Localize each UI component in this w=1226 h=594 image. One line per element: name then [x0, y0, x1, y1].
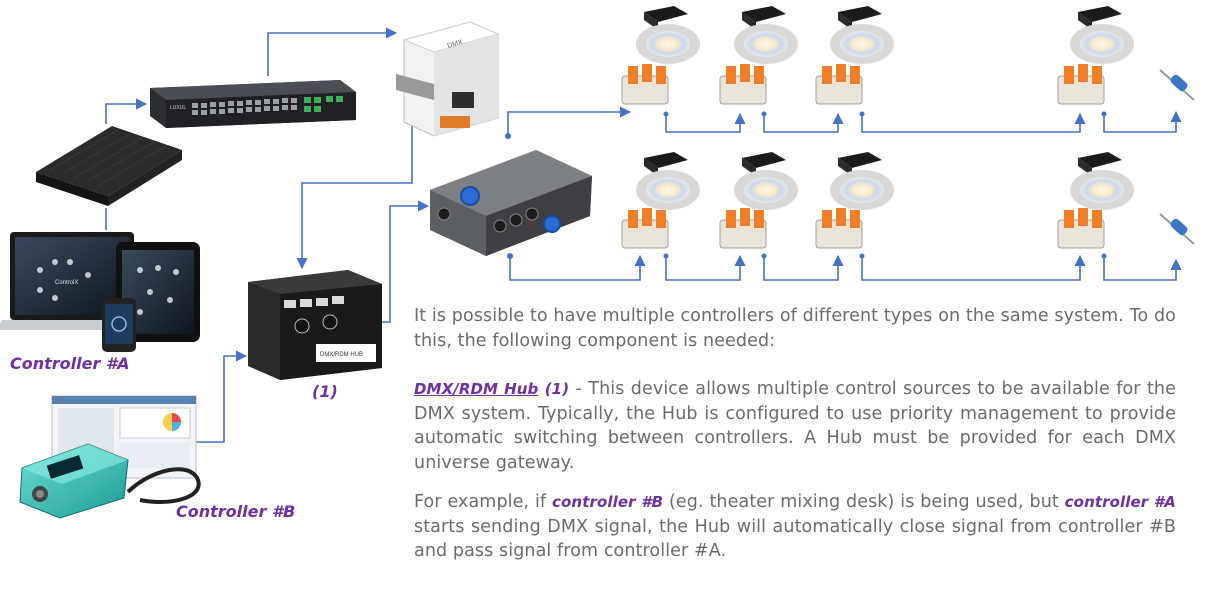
wago-connector-icon [621, 208, 669, 249]
server-box-icon [36, 126, 182, 206]
dmx-rdm-hub-icon: DMX/RDM HUB [248, 270, 382, 380]
chain-row1-3 [861, 112, 1086, 133]
downlight-row-1 [621, 6, 1195, 105]
chain-row1-2 [763, 112, 844, 133]
downlight-icon [636, 152, 700, 210]
downlight-icon [734, 152, 798, 210]
controller-a-label: Controller #A [10, 354, 130, 373]
chain-row2-3 [861, 254, 1086, 281]
downlight-icon [1070, 152, 1134, 210]
connection-lines [105, 27, 1182, 443]
example-text-3: starts sending DMX signal, the Hub will … [414, 516, 1176, 562]
router-brand-text: LUXUL [170, 105, 186, 111]
dmx-splitter-icon [430, 150, 592, 256]
link-controller-b-hub [196, 350, 248, 443]
link-gateway-row1 [507, 106, 632, 136]
hub-marker-label: (1) [312, 382, 338, 401]
wago-connector-icon [1057, 64, 1105, 105]
dmx-gateway-icon: DMX [396, 21, 500, 137]
network-switch-icon: LUXUL [150, 80, 356, 128]
link-server-router [105, 98, 148, 124]
wago-connector-icon [815, 64, 863, 105]
chain-row2-2 [763, 254, 844, 281]
link-splitter-row2 [509, 254, 646, 281]
downlight-icon [1070, 6, 1134, 64]
hub-description-text: - This device allows multiple control so… [414, 379, 1176, 473]
downlight-icon [636, 6, 700, 64]
example-text-1: For example, if [414, 492, 553, 512]
intro-paragraph: It is possible to have multiple controll… [414, 306, 1176, 351]
downlight-row-2 [621, 152, 1195, 249]
link-hub-splitter [380, 200, 430, 323]
hub-term: DMX/RDM Hub [414, 380, 539, 398]
chain-row2-1 [665, 254, 746, 281]
chain-row2-4 [1103, 256, 1182, 281]
wago-connector-icon [1057, 208, 1105, 249]
controller-a-devices-icon: ControlX [0, 232, 200, 352]
example-controller-a: controller #A [1064, 493, 1176, 511]
terminator-resistor-icon [1159, 69, 1195, 101]
downlight-icon [734, 6, 798, 64]
hub-description-paragraph: DMX/RDM Hub (1) - This device allows mul… [414, 377, 1176, 475]
chain-row1-1 [665, 112, 746, 133]
example-controller-b: controller #B [552, 493, 664, 511]
app-name-text: ControlX [55, 280, 78, 286]
link-router-gateway [267, 27, 398, 76]
downlight-icon [830, 6, 894, 64]
controller-b-devices-icon [19, 395, 201, 519]
example-text-2: (eg. theater mixing desk) is being used,… [663, 492, 1065, 512]
downlight-icon [830, 152, 894, 210]
hub-label-text: DMX/RDM HUB [320, 352, 363, 358]
link-gateway-hub [296, 120, 413, 270]
controller-b-label: Controller #B [176, 502, 296, 521]
gateway-label-text: DMX [447, 39, 464, 50]
terminator-resistor-icon [1159, 213, 1195, 245]
wago-connector-icon [719, 208, 767, 249]
wago-connector-icon [621, 64, 669, 105]
example-paragraph: For example, if controller #B (eg. theat… [414, 490, 1176, 564]
chain-row1-4 [1103, 110, 1182, 133]
wago-connector-icon [719, 64, 767, 105]
wago-connector-icon [815, 208, 863, 249]
hub-term-marker: (1) [544, 380, 570, 398]
